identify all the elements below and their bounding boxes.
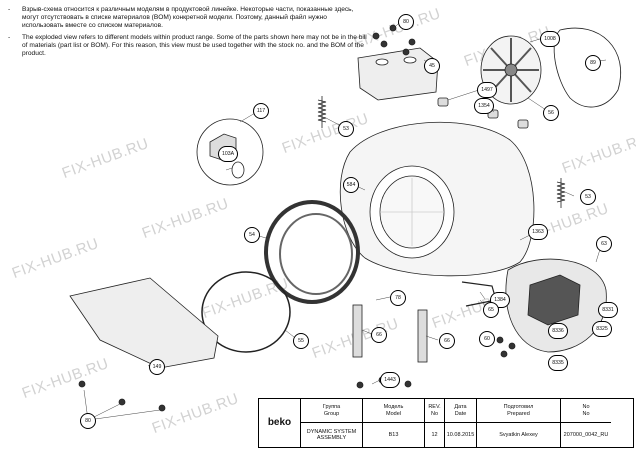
prepared-header-en: Prepared	[507, 410, 530, 417]
callout-55: 55	[293, 333, 309, 349]
callout-78: 78	[390, 290, 406, 306]
callout-80-top: 80	[398, 14, 414, 30]
callout-1497: 1497	[477, 82, 497, 98]
callout-584: 584	[343, 177, 359, 193]
drive-belt	[553, 27, 622, 108]
callout-54: 54	[244, 227, 260, 243]
callout-1363: 1363	[528, 224, 548, 240]
callout-65: 65	[483, 302, 499, 318]
callout-103a: 103A	[218, 146, 238, 162]
rev-header-ru: REV.	[428, 404, 441, 410]
note-bullet: -	[8, 33, 11, 41]
number-header-en: No	[582, 410, 590, 417]
callout-8336: 8336	[548, 323, 568, 339]
callout-80-bottom: 80	[80, 413, 96, 429]
prepared-header: Подготовил Prepared	[477, 399, 561, 423]
rev-header-en: No	[430, 410, 439, 417]
date-header-ru: Дата	[454, 404, 467, 410]
callout-117: 117	[253, 103, 269, 119]
model-header-en: Model	[386, 410, 401, 417]
title-block: beko Группа Group Модель Model REV. No Д…	[258, 398, 634, 448]
screws-top	[372, 24, 416, 56]
disclaimer-notes: - Взрыв-схема относится к различным моде…	[8, 6, 368, 61]
clamp-ring	[201, 271, 291, 353]
model-value: B13	[363, 423, 425, 447]
date-header: Дата Date	[445, 399, 477, 423]
group-value: DYNAMIC SYSTEM ASSEMBLY	[301, 423, 363, 447]
prepared-header-ru: Подготовил	[503, 404, 534, 410]
shock-absorbers	[352, 304, 428, 363]
model-header: Модель Model	[363, 399, 425, 423]
callout-53-top: 53	[338, 121, 354, 137]
callout-8331: 8331	[598, 302, 618, 318]
number-header: No No	[561, 399, 611, 423]
prepared-value: Svyatkin Alexey	[477, 423, 561, 447]
number-value: 207000_0042_RU	[563, 431, 609, 438]
door-gasket	[264, 200, 360, 304]
model-header-ru: Модель	[383, 404, 404, 410]
callout-66-right: 66	[439, 333, 455, 349]
date-value: 10.08.2015	[445, 423, 477, 447]
callout-149: 149	[149, 359, 165, 375]
rev-value: 12	[425, 423, 445, 447]
callout-45: 45	[424, 58, 440, 74]
callout-1443: 1443	[380, 372, 400, 388]
callout-1354: 1354	[474, 98, 494, 114]
counterweight-bottom	[69, 277, 219, 369]
callout-60: 60	[479, 331, 495, 347]
date-header-en: Date	[454, 410, 467, 417]
callout-53-right: 53	[580, 189, 596, 205]
callout-89: 89	[585, 55, 601, 71]
rev-header: REV. No	[425, 399, 445, 423]
note-ru: - Взрыв-схема относится к различным моде…	[8, 6, 368, 31]
note-ru-text: Взрыв-схема относится к различным моделя…	[22, 6, 354, 30]
callout-8325: 8325	[592, 321, 612, 337]
brand-logo: beko	[259, 399, 301, 447]
note-en: - The exploded view refers to different …	[8, 34, 368, 59]
detail-117-bubble	[196, 118, 264, 186]
group-header-ru: Группа	[322, 404, 341, 410]
callout-66-left: 66	[371, 327, 387, 343]
note-bullet: -	[8, 6, 11, 13]
callout-8335: 8335	[548, 355, 568, 371]
group-header: Группа Group	[301, 399, 363, 423]
counterweight-top	[357, 47, 439, 101]
callout-56: 56	[543, 105, 559, 121]
note-en-text: The exploded view refers to different mo…	[22, 33, 367, 58]
callout-63: 63	[596, 236, 612, 252]
callout-1008: 1008	[540, 31, 560, 47]
number-header-ru: No	[582, 404, 590, 410]
group-header-en: Group	[323, 410, 340, 417]
spring	[317, 96, 327, 128]
